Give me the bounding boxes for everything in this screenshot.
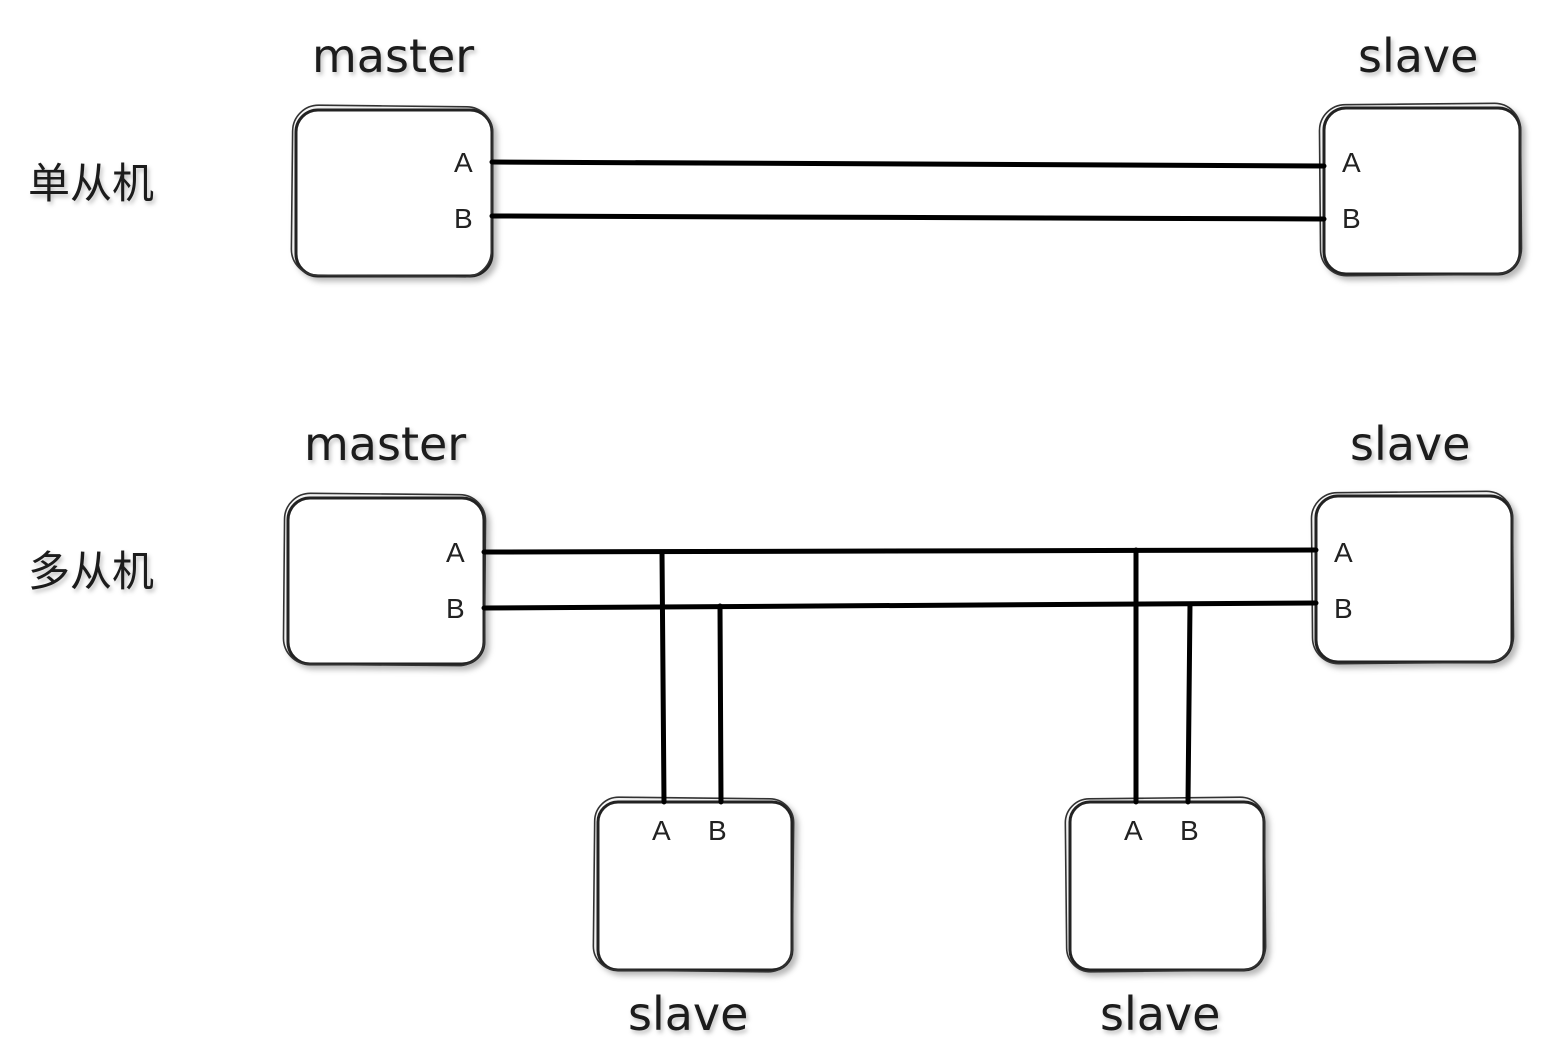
pin-b-label: B	[454, 203, 473, 234]
pin-a-label: A	[1334, 537, 1353, 568]
drop-wire-a	[659, 549, 667, 805]
section-label-multi: 多从机	[28, 547, 154, 596]
pin-a-label: A	[652, 815, 671, 846]
slave-box	[1318, 102, 1523, 277]
slave-box	[592, 796, 795, 973]
pin-b-label: B	[1180, 815, 1199, 846]
pin-b-label: B	[1342, 203, 1361, 234]
bus-wire-b	[489, 213, 1327, 222]
section-multi-slave: 多从机 master slave A B A B A B slave A	[28, 417, 1515, 1041]
bus-wire-b	[481, 600, 1319, 611]
bus-wire-a	[481, 547, 1319, 555]
pin-a-label: A	[1124, 815, 1143, 846]
master-box	[290, 104, 494, 278]
slave-box	[1310, 490, 1515, 665]
drop-wire-b	[1185, 601, 1193, 805]
slave-box	[1064, 796, 1267, 973]
master-label: master	[312, 29, 474, 83]
slave-label: slave	[628, 987, 748, 1041]
section-single-slave: 单从机 master slave A B A B	[28, 29, 1523, 278]
slave-label: slave	[1358, 29, 1478, 83]
section-label-single: 单从机	[28, 159, 154, 208]
slave-label: slave	[1350, 417, 1470, 471]
drop-wire-b	[717, 603, 724, 805]
pin-b-label: B	[446, 593, 465, 624]
bus-wire-a	[489, 159, 1327, 169]
pin-a-label: A	[1342, 147, 1361, 178]
pin-a-label: A	[454, 147, 473, 178]
slave-label: slave	[1100, 987, 1220, 1041]
pin-b-label: B	[1334, 593, 1353, 624]
master-label: master	[304, 417, 466, 471]
master-box	[282, 492, 487, 667]
pin-a-label: A	[446, 537, 465, 568]
pin-b-label: B	[708, 815, 727, 846]
